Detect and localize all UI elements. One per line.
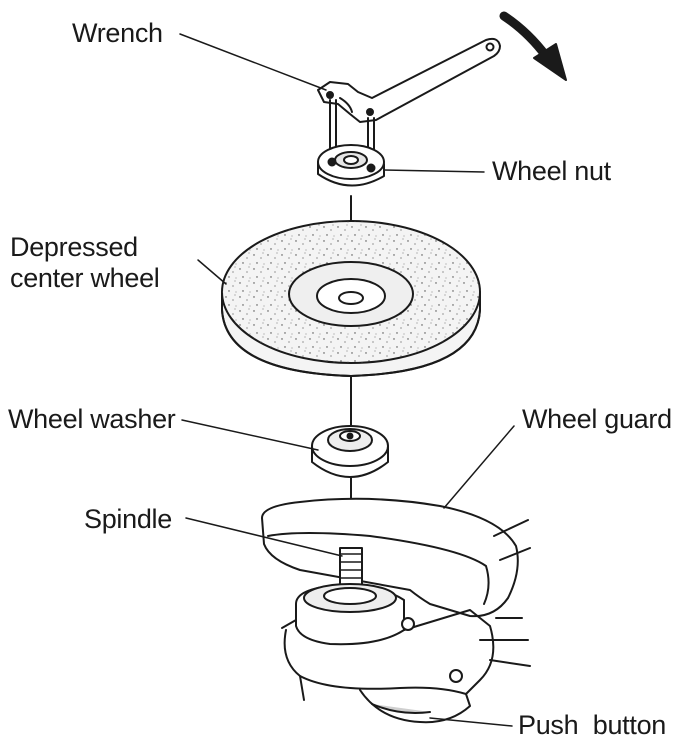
gear-head [281, 583, 531, 724]
label-wheel-nut: Wheel nut [492, 156, 611, 186]
rotation-arrow-icon [499, 11, 567, 81]
label-depressed-center-wheel-line2: center wheel [10, 263, 160, 293]
label-depressed-center-wheel: Depressed center wheel [10, 232, 160, 294]
label-depressed-center-wheel-line1: Depressed [10, 232, 138, 262]
label-wheel-washer: Wheel washer [8, 404, 176, 434]
label-push-button: Push button [518, 710, 667, 740]
wheel-guard [261, 497, 531, 618]
wrench [317, 37, 501, 165]
label-wrench: Wrench [72, 18, 163, 48]
leader-lines [179, 33, 515, 727]
wheel-nut [317, 144, 385, 187]
depressed-center-wheel [221, 220, 481, 377]
label-wheel-guard: Wheel guard [522, 404, 672, 434]
spindle [339, 547, 363, 595]
label-spindle: Spindle [84, 504, 172, 534]
wheel-washer [311, 425, 389, 478]
